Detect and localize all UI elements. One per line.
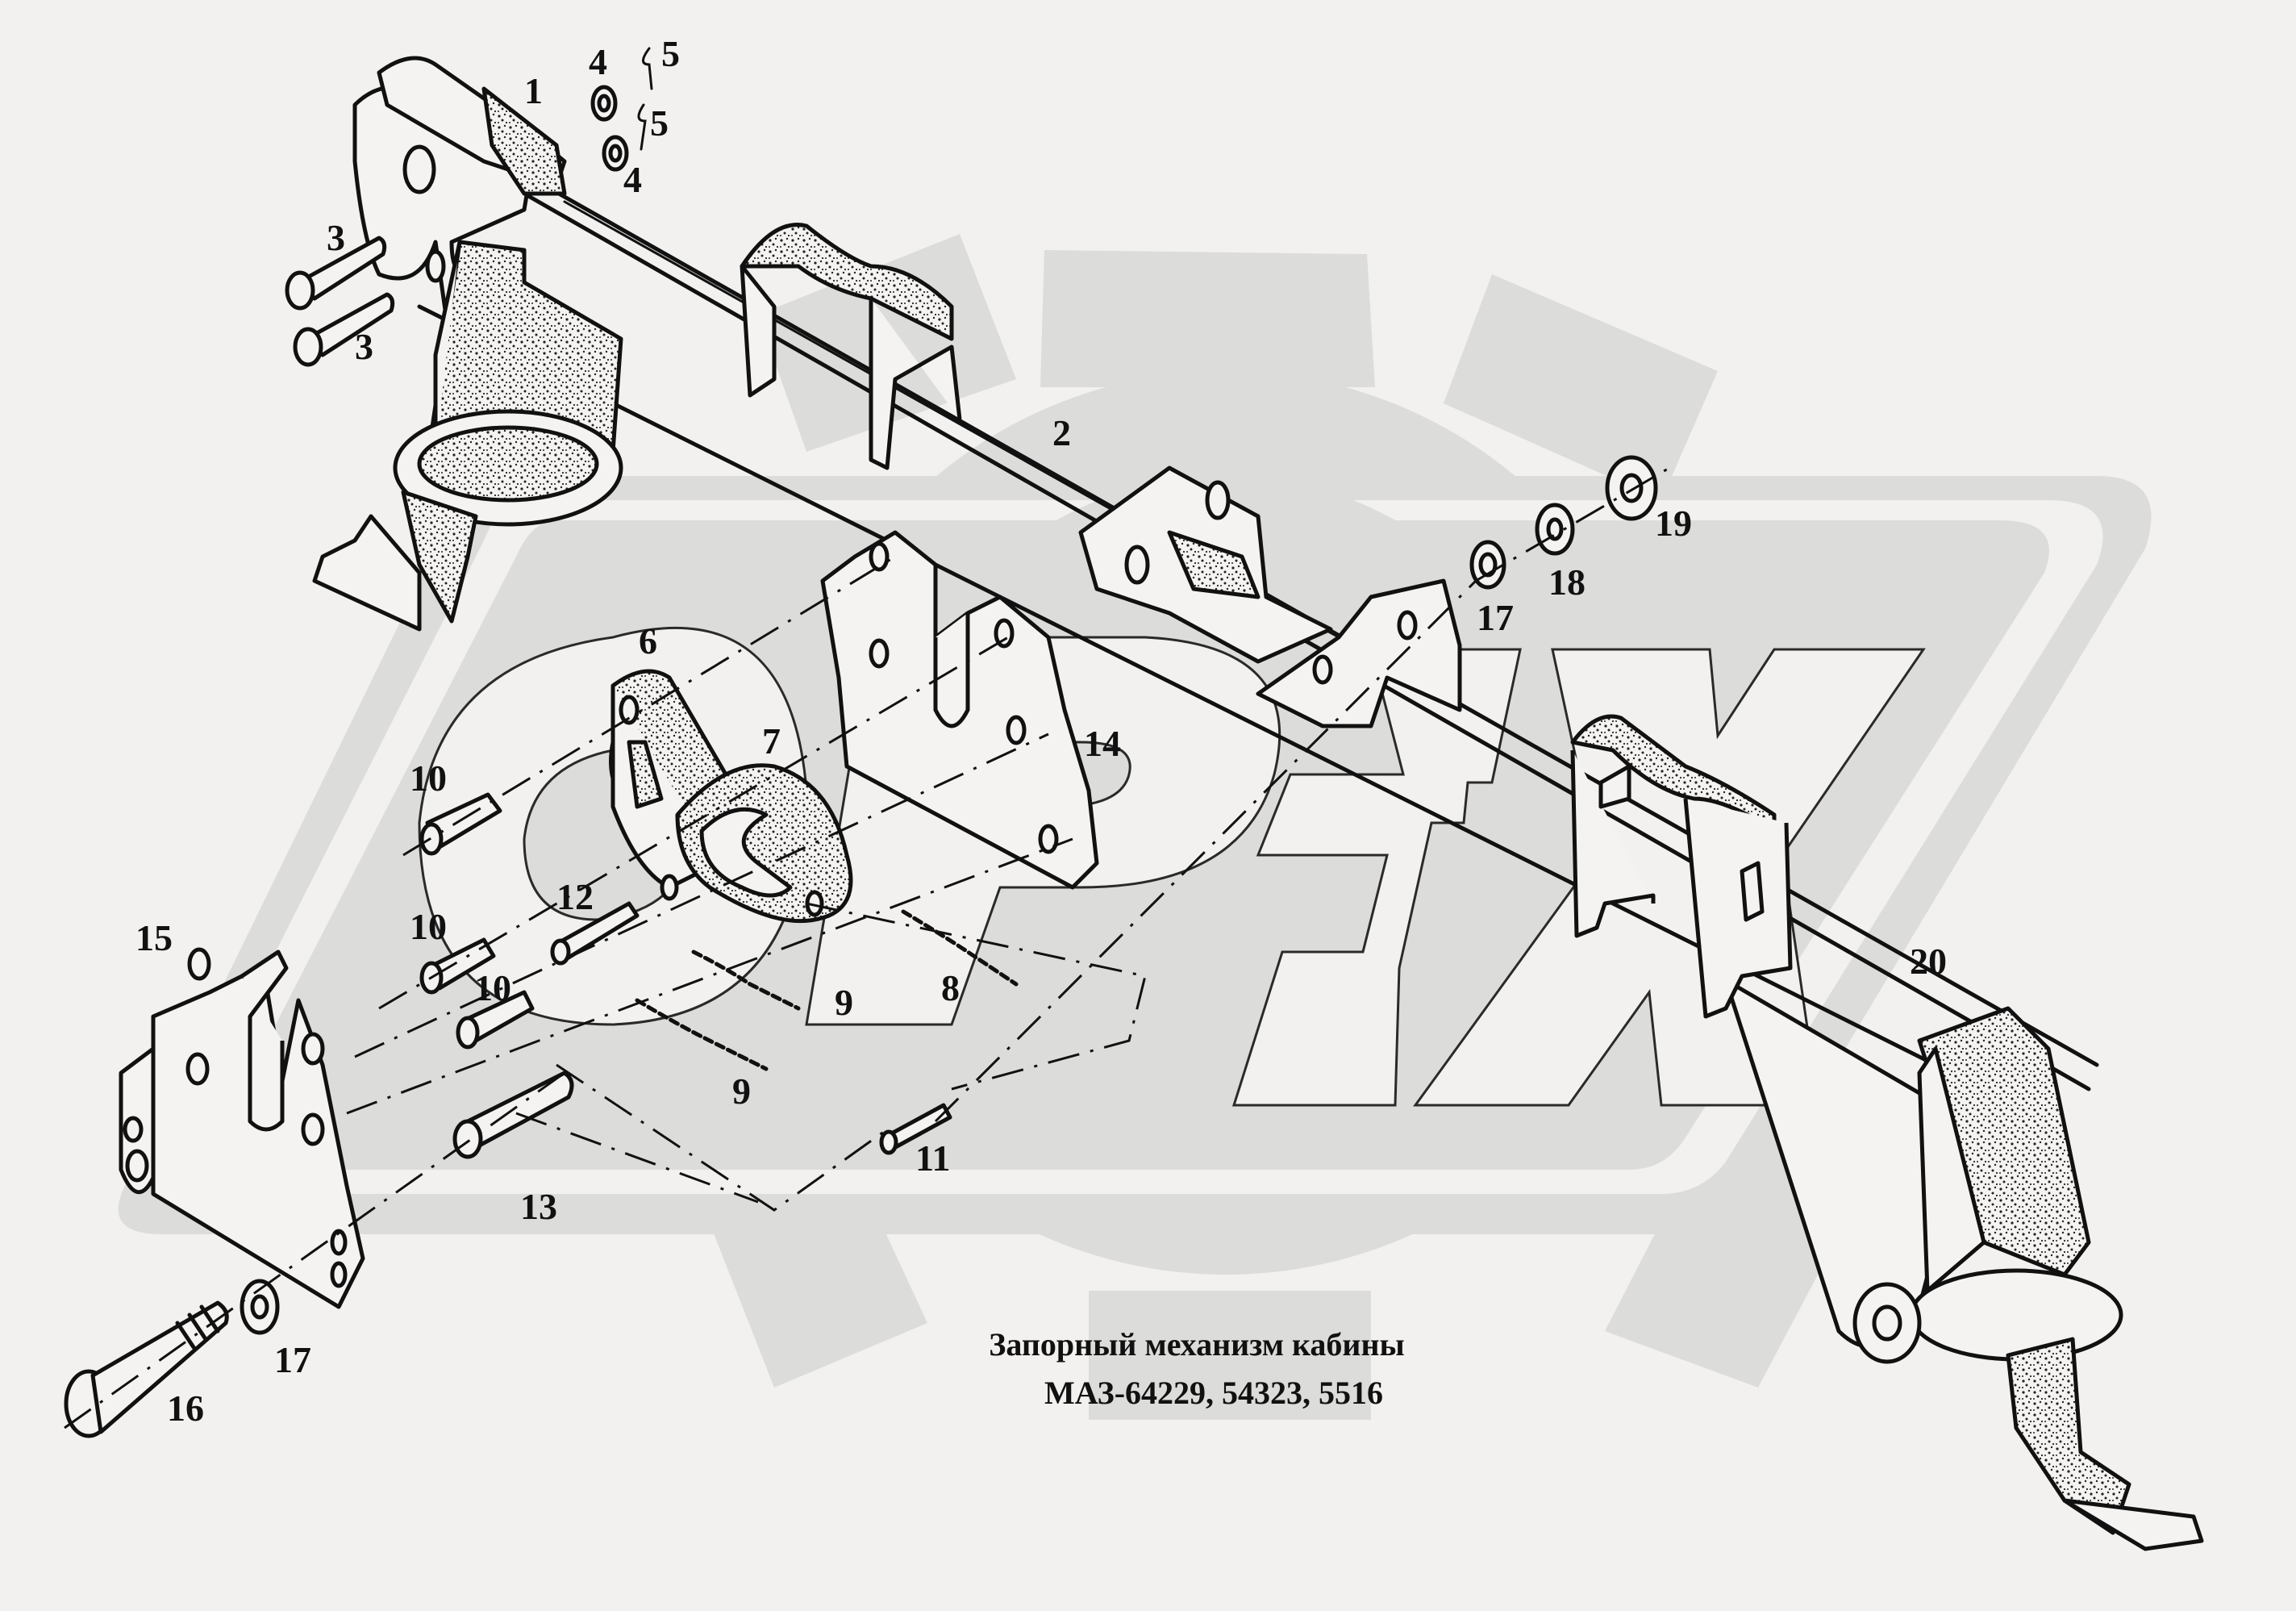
callout-18: 18: [1548, 561, 1586, 603]
callout-11: 11: [915, 1137, 950, 1179]
callout-3: 3: [355, 326, 373, 367]
callout-3: 3: [327, 217, 345, 258]
callout-15: 15: [135, 917, 173, 958]
right-bracket-plate: [1256, 578, 1462, 728]
callout-4: 4: [623, 159, 642, 200]
callout-2: 2: [1052, 412, 1071, 453]
callout-17: 17: [274, 1339, 311, 1380]
part-20-right-arm: [1723, 978, 2204, 1551]
callout-6: 6: [639, 620, 657, 662]
callout-5: 5: [650, 102, 669, 144]
callout-labels: 1 2 3 3 4 4 5 5 6 7 8 9 9 10 10 10 11 12…: [135, 33, 1947, 1429]
part-14-plate: [1078, 465, 1333, 664]
part-1-hook-bracket: [352, 56, 567, 357]
callout-10: 10: [474, 967, 511, 1008]
caption-title: Запорный механизм кабины: [989, 1326, 1405, 1363]
latch-base-plate: [820, 530, 1099, 890]
caption-models: МАЗ-64229, 54323, 5516: [1044, 1375, 1383, 1411]
callout-4: 4: [589, 41, 607, 82]
callout-14: 14: [1084, 723, 1121, 764]
callout-1: 1: [524, 70, 543, 111]
callout-7: 7: [762, 720, 781, 762]
part-15-left-bracket: [119, 947, 365, 1309]
callout-10: 10: [410, 758, 447, 799]
upper-saddle-bracket: [740, 223, 962, 470]
callout-12: 12: [556, 876, 594, 917]
callout-9: 9: [732, 1071, 751, 1112]
drawing: [64, 47, 2204, 1551]
callout-19: 19: [1655, 503, 1692, 544]
callout-8: 8: [941, 967, 960, 1008]
callout-20: 20: [1910, 941, 1947, 982]
right-saddle-bracket: [1570, 714, 1793, 1019]
left-pedestal: [312, 240, 623, 632]
callout-16: 16: [167, 1388, 204, 1429]
callout-17: 17: [1477, 597, 1514, 638]
callout-5: 5: [661, 33, 680, 74]
part-7-latch-hook: [675, 763, 853, 924]
callout-13: 13: [520, 1186, 557, 1227]
diagram-caption: Запорный механизм кабины МАЗ-64229, 5432…: [989, 1326, 1405, 1411]
assembly-axes: [64, 466, 1670, 1429]
small-hardware-top: [285, 47, 653, 367]
callout-9: 9: [835, 982, 853, 1023]
callout-10: 10: [410, 906, 447, 947]
